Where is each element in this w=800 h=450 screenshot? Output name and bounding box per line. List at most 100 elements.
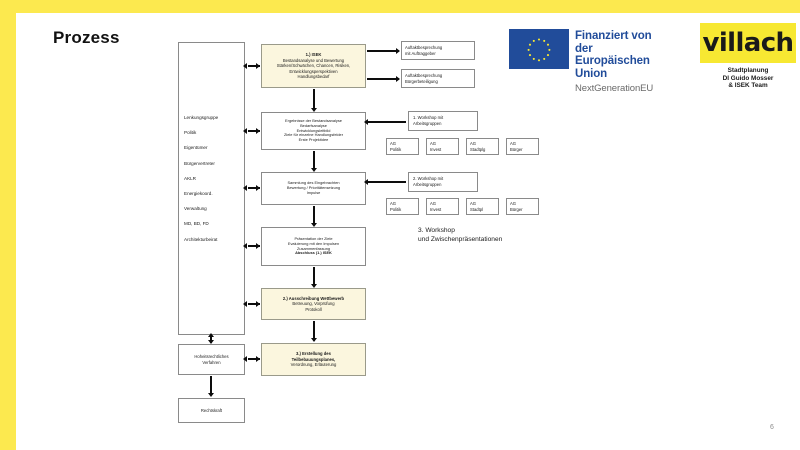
node-text-line: 3.) Erstellung des xyxy=(296,351,331,357)
ag-group-label: AG xyxy=(430,201,437,207)
ag-group-label: AG xyxy=(510,141,517,147)
node-text-line: Bewertung / Prioritätensetzung xyxy=(286,185,341,191)
node-text-line: Handlungsbedarf xyxy=(297,74,330,80)
node-text-line: 1. Workshop mit xyxy=(413,115,444,121)
page-number: 6 xyxy=(770,424,774,431)
villach-sub-line3: & ISEK Team xyxy=(728,82,768,90)
node-text-line: Auftaktbesprechung xyxy=(405,73,443,79)
node-text-line: Ergebnisse der Bestandsanalyse xyxy=(285,117,342,123)
ag-group-label: Stadtpl xyxy=(470,206,484,212)
node-text-line: Arbeitsgruppen xyxy=(413,182,442,187)
villach-logo: villach xyxy=(700,23,796,63)
villach-logo-subtitle: Stadtplanung DI Guido Mosser & ISEK Team xyxy=(700,67,796,90)
villach-wordmark: villach xyxy=(702,28,795,58)
stakeholder-item: Verwaltung xyxy=(184,206,207,212)
arrow-right-stakeholders-tender xyxy=(256,301,260,307)
arrow-down-results-collection xyxy=(311,168,317,172)
eu-logo-line2: Europäischen Union xyxy=(575,55,650,80)
node-text-line: Impulse xyxy=(306,189,321,195)
node-text-line: Teilbebauungsplanes, xyxy=(291,356,336,362)
arrow-right-stakeholders-results xyxy=(256,128,260,134)
stakeholder-item: Architekturbeirat xyxy=(184,236,218,242)
stakeholder-item: Politik xyxy=(184,130,197,136)
arrow-down-procedure-legal xyxy=(208,393,214,397)
arrow-right-procedure-plan xyxy=(256,356,260,362)
node-text-line: Präsentation der Ziele xyxy=(294,235,333,241)
eu-funding-logo: Finanziert von der Europäischen Union Ne… xyxy=(509,29,671,94)
arrow-right-isek-kickoff-public xyxy=(396,76,400,82)
connector-collection-workshop2 xyxy=(367,181,406,183)
connector-results-workshop1 xyxy=(367,121,406,123)
node-text-line: Bestandsanalyse und Bewertung xyxy=(282,57,345,63)
connector-stakeholders-isek xyxy=(248,65,260,67)
node-text-line: Abschluss (1.) ISEK xyxy=(295,250,332,256)
villach-sub-line1: Stadtplanung xyxy=(727,67,769,74)
node-text-line: Entwicklungsperspektiven xyxy=(289,68,338,74)
connector-isek-kickoff-client xyxy=(367,50,399,52)
ag-group-label: AG xyxy=(510,201,517,207)
node-text-line: Bürgerbeteiligung xyxy=(405,78,438,84)
arrow-down-tender-plan xyxy=(311,338,317,342)
arrow-down-presentation-tender xyxy=(311,284,317,288)
arrow-left-stakeholders-results xyxy=(243,128,247,134)
connector-presentation-tender xyxy=(313,267,315,286)
ag-group-label: AG xyxy=(470,201,477,207)
eu-flag-icon xyxy=(509,29,569,69)
ag-group-label: AG xyxy=(390,141,397,147)
node-text-line: Rechtskraft xyxy=(200,407,223,413)
connector-stakeholders-results xyxy=(248,130,260,132)
ag-group-label: Bürger xyxy=(510,146,523,152)
arrow-left-stakeholders-isek xyxy=(243,63,247,69)
node-text-line: mit Auftraggeber xyxy=(405,50,436,56)
stakeholder-item: Energiekoord. xyxy=(184,191,213,196)
node-text-line: Evaluierung mit den Impulsen xyxy=(287,240,340,246)
eu-logo-line1: Finanziert von der xyxy=(575,30,652,55)
stakeholder-container-box xyxy=(178,42,245,335)
connector-collection-presentation xyxy=(313,206,315,225)
page-title: Prozess xyxy=(53,28,120,47)
node-text-line: Hoheitsrechtliches xyxy=(194,354,229,360)
node-text-line: Sammlung des Eingebrachten xyxy=(287,180,340,186)
node-text-line: Auftaktbesprechung xyxy=(405,45,443,51)
node-text-line: Ziele für einzelne Handlungsfelder xyxy=(283,132,344,138)
connector-isek-kickoff-public xyxy=(367,78,399,80)
arrow-left-collection-workshop2 xyxy=(364,179,368,185)
node-text-line: Erste Projektidee xyxy=(298,137,329,143)
ag-group-label: Invest xyxy=(430,146,442,152)
arrow-left-procedure-plan xyxy=(243,356,247,362)
node-text-line: Arbeitsgruppen xyxy=(413,121,442,126)
connector-stakeholders-tender xyxy=(248,303,260,305)
connector-stakeholders-presentation xyxy=(248,245,260,247)
node-text-line: 3. Workshop xyxy=(418,227,455,235)
yellow-frame-left xyxy=(0,0,16,450)
ag-group-label: Bürger xyxy=(510,206,523,212)
ag-group-label: Invest xyxy=(430,206,442,212)
node-text-line: Entwicklungsleitbild xyxy=(296,127,331,133)
connector-procedure-plan xyxy=(248,358,260,360)
node-text-line: Verfahren xyxy=(202,359,221,365)
node-text-line: Betreuung, Vorprüfung xyxy=(292,301,335,307)
node-text-line: Bedarfsanalyse xyxy=(300,122,327,128)
arrow-down-isek-results xyxy=(311,108,317,112)
eu-stars-icon xyxy=(527,38,551,62)
arrow-left-stakeholders-collection xyxy=(243,185,247,191)
arrow-left-results-workshop1 xyxy=(364,119,368,125)
node-text-line: Verordnung, Erläuterung xyxy=(290,362,337,368)
stakeholder-item: Eigentümer xyxy=(184,145,208,151)
arrow-right-isek-kickoff-client xyxy=(396,48,400,54)
stakeholder-item: AKLR xyxy=(184,175,197,181)
